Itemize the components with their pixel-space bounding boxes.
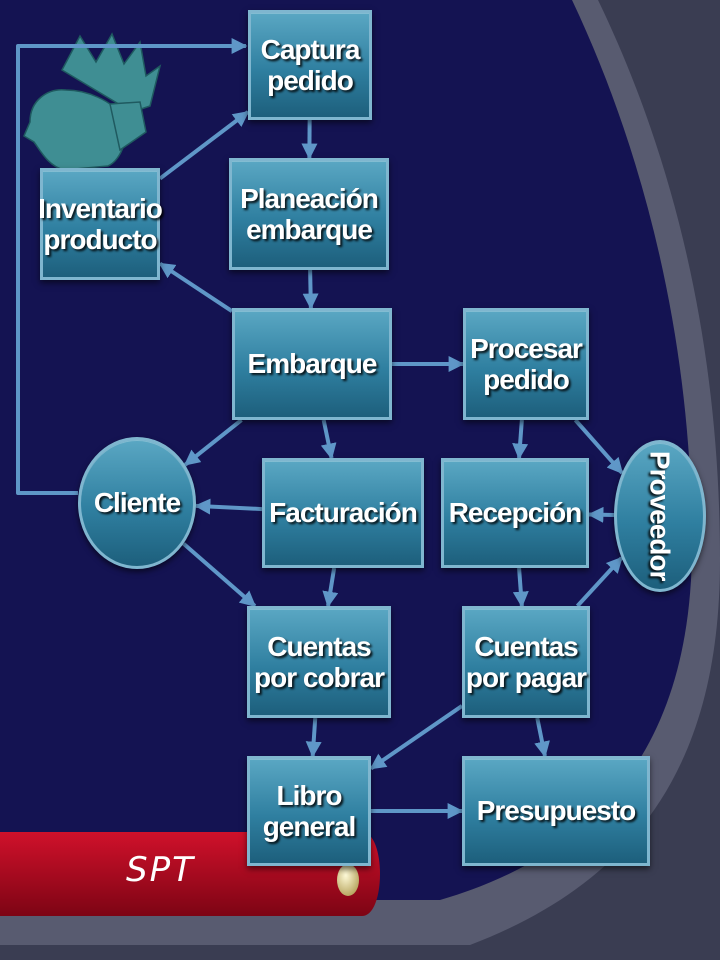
node-cuentas-por-pagar[interactable]: Cuentas por pagar — [462, 606, 590, 718]
connector-recepcion-cxp — [512, 567, 529, 608]
connector-cliente-cxc — [182, 542, 257, 608]
connector-embarque-facturacion — [320, 419, 337, 460]
connector-proveedor-recepcion — [587, 506, 615, 523]
node-proveedor-label: Proveedor — [644, 451, 676, 581]
node-libro-general[interactable]: Libro general — [247, 756, 371, 866]
connector-facturacion-cliente — [194, 498, 263, 515]
connector-cliente-captura — [16, 38, 248, 495]
connector-planeacion-embarque — [302, 269, 319, 310]
connector-group — [158, 110, 624, 819]
node-inventario-producto[interactable]: Inventario producto — [38, 168, 163, 280]
mayan-head-logo — [23, 32, 162, 171]
footer-spt-label: SPT — [126, 850, 195, 890]
node-planeacion-embarque[interactable]: Planeación embarque — [229, 158, 389, 270]
node-embarque[interactable]: Embarque — [232, 308, 392, 420]
node-procesar-pedido[interactable]: Procesar pedido — [463, 308, 589, 420]
node-proveedor[interactable]: Proveedor — [614, 440, 706, 592]
node-cliente[interactable]: Cliente — [78, 437, 196, 569]
node-cuentas-por-cobrar[interactable]: Cuentas por cobrar — [247, 606, 391, 718]
connector-cxp-proveedor — [575, 556, 624, 608]
connector-cxc-libro — [305, 717, 322, 758]
connector-inventario-captura — [158, 110, 250, 181]
connector-facturacion-cxc — [322, 567, 339, 608]
node-recepcion[interactable]: Recepción — [441, 458, 589, 568]
node-facturacion[interactable]: Facturación — [262, 458, 424, 568]
footer-bulb-icon — [337, 864, 359, 896]
connector-cxp-libro — [369, 704, 464, 771]
connector-embarque-cliente — [183, 418, 243, 467]
connector-procesar-recepcion — [512, 419, 529, 460]
connector-procesar-proveedor — [573, 418, 624, 475]
node-presupuesto[interactable]: Presupuesto — [462, 756, 650, 866]
connector-embarque-inventario — [158, 261, 234, 313]
node-captura-pedido[interactable]: Captura pedido — [248, 10, 372, 120]
connector-cxp-presupuesto — [534, 717, 550, 758]
